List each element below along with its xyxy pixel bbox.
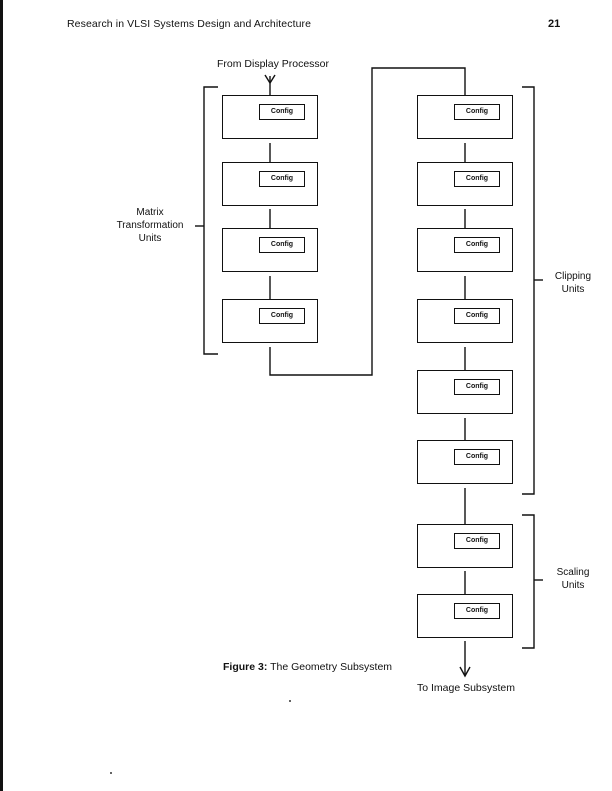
config-label: Config <box>259 171 305 187</box>
clipping-unit-4: Config <box>417 299 513 343</box>
matrix-unit-4: Config <box>222 299 318 343</box>
config-label: Config <box>454 449 500 465</box>
crossover-connector <box>269 67 466 376</box>
scan-speck <box>289 700 291 702</box>
matrix-bracket <box>203 86 218 355</box>
scan-speck <box>110 772 112 774</box>
matrix-group-label: Matrix Transformation Units <box>106 206 194 245</box>
output-label: To Image Subsystem <box>416 682 516 694</box>
config-label: Config <box>454 171 500 187</box>
config-label: Config <box>454 237 500 253</box>
matrix-unit-1: Config <box>222 95 318 139</box>
config-label: Config <box>454 533 500 549</box>
config-label: Config <box>454 104 500 120</box>
clipping-unit-5: Config <box>417 370 513 414</box>
config-label: Config <box>454 379 500 395</box>
output-arrowhead <box>459 666 471 678</box>
config-label: Config <box>259 104 305 120</box>
clipping-group-label: Clipping Units <box>543 270 603 296</box>
figure-caption: Figure 3: The Geometry Subsystem <box>223 661 392 673</box>
input-label: From Display Processor <box>216 58 330 70</box>
clipping-unit-6: Config <box>417 440 513 484</box>
clipping-unit-2: Config <box>417 162 513 206</box>
scaling-unit-2: Config <box>417 594 513 638</box>
figure-title: The Geometry Subsystem <box>270 661 393 673</box>
clipping-bracket <box>522 86 535 495</box>
scaling-bracket <box>522 514 535 649</box>
scaling-unit-1: Config <box>417 524 513 568</box>
clipping-unit-1: Config <box>417 95 513 139</box>
matrix-unit-3: Config <box>222 228 318 272</box>
matrix-unit-2: Config <box>222 162 318 206</box>
figure-number: Figure 3: <box>223 661 268 673</box>
scaling-group-label: Scaling Units <box>543 566 603 592</box>
scaling-label-line1: Scaling <box>556 567 590 578</box>
config-label: Config <box>454 603 500 619</box>
clipping-label-line2: Units <box>561 284 585 295</box>
clipping-label-line1: Clipping <box>554 271 592 282</box>
input-arrowhead <box>264 74 276 85</box>
matrix-label-line2: Transformation <box>116 220 184 231</box>
scaling-label-line2: Units <box>561 580 585 591</box>
config-label: Config <box>259 237 305 253</box>
config-label: Config <box>454 308 500 324</box>
config-label: Config <box>259 308 305 324</box>
page-number: 21 <box>548 18 561 30</box>
clipping-unit-3: Config <box>417 228 513 272</box>
matrix-label-line1: Matrix <box>136 207 164 218</box>
running-head: Research in VLSI Systems Design and Arch… <box>67 18 312 30</box>
matrix-label-line3: Units <box>138 233 162 244</box>
page-left-border <box>0 0 3 791</box>
